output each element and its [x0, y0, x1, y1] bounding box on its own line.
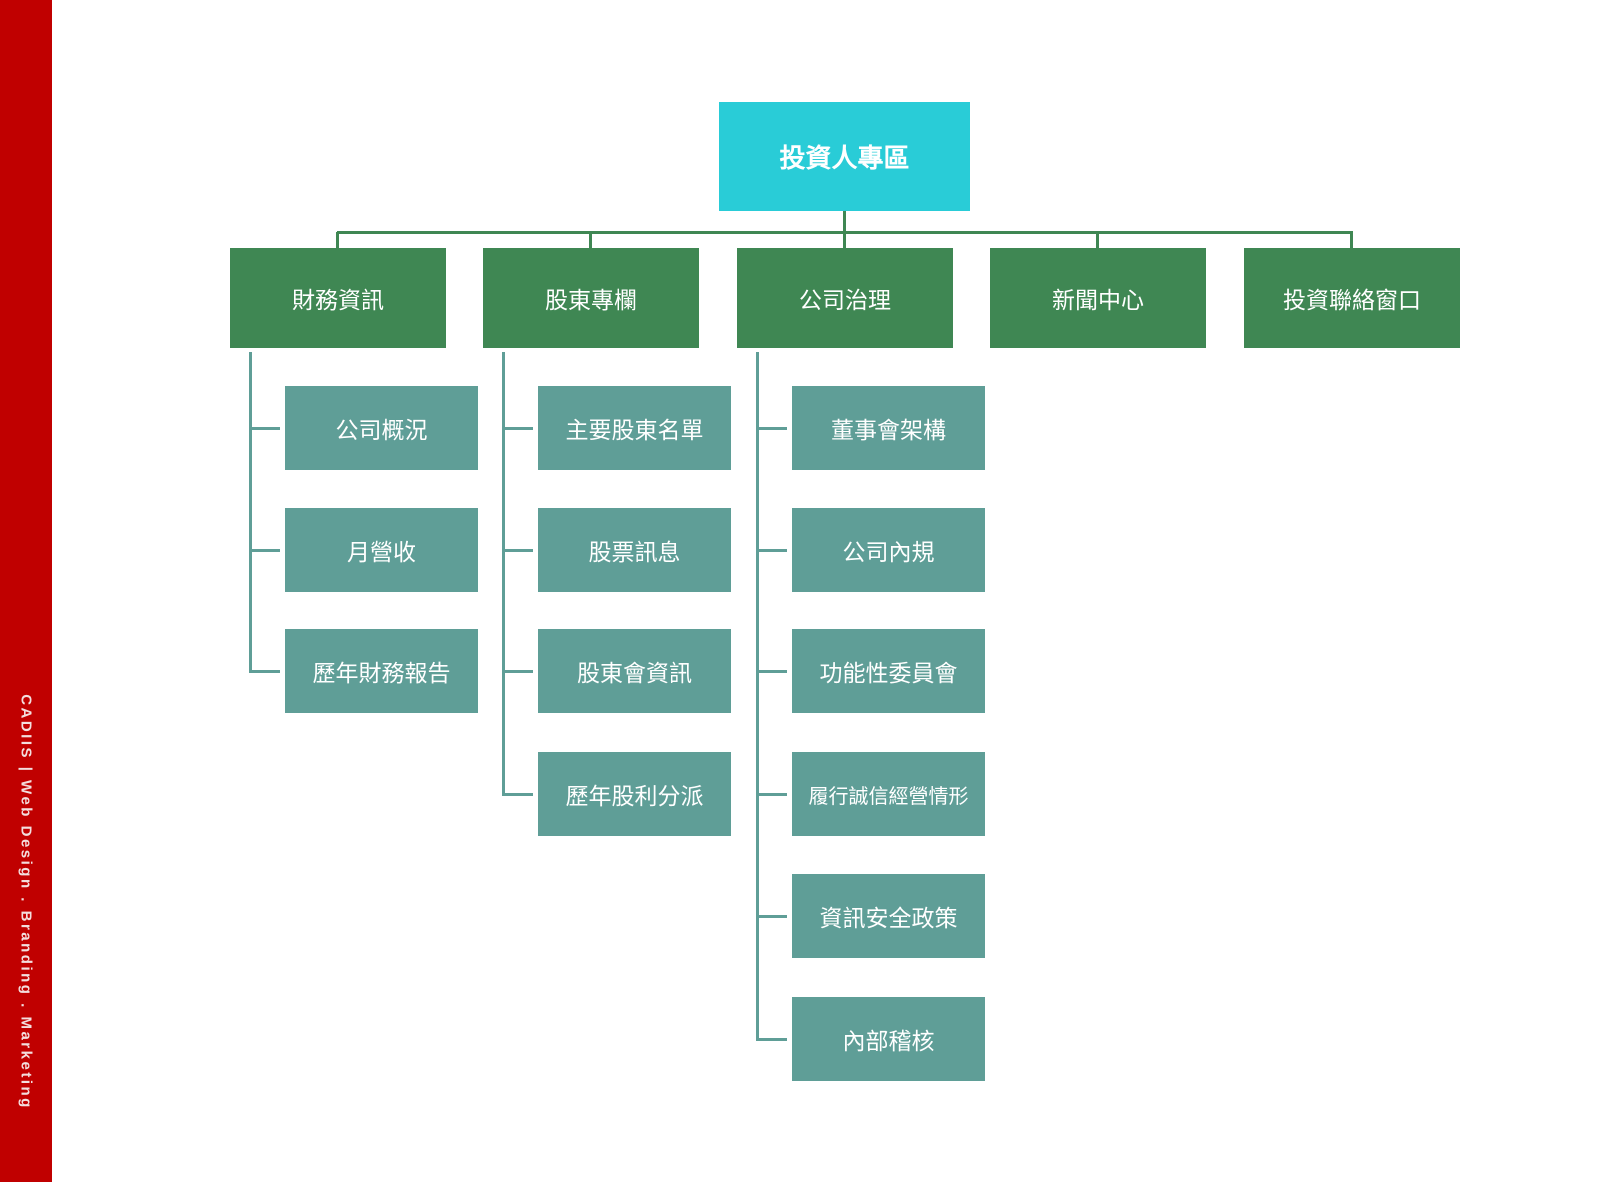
child-connector-horizontal: [249, 427, 280, 430]
child-node: 主要股東名單: [538, 386, 731, 470]
child-connector-horizontal: [756, 793, 787, 796]
section-node: 股東專欄: [483, 248, 699, 348]
child-connector-vertical: [756, 352, 759, 1041]
section-node: 財務資訊: [230, 248, 446, 348]
child-node: 股票訊息: [538, 508, 731, 592]
child-node: 功能性委員會: [792, 629, 985, 713]
child-node: 董事會架構: [792, 386, 985, 470]
brand-sidebar: CADIIS | Web Design . Branding . Marketi…: [0, 0, 52, 1182]
section-connector: [1096, 232, 1099, 248]
child-connector-horizontal: [502, 670, 533, 673]
section-node: 投資聯絡窗口: [1244, 248, 1460, 348]
child-connector-horizontal: [249, 670, 280, 673]
child-connector-horizontal: [756, 1038, 787, 1041]
section-node: 公司治理: [737, 248, 953, 348]
root-node-investor-zone: 投資人專區: [719, 102, 970, 211]
child-connector-horizontal: [756, 915, 787, 918]
child-connector-horizontal: [756, 670, 787, 673]
child-node: 月營收: [285, 508, 478, 592]
child-connector-horizontal: [249, 549, 280, 552]
child-connector-horizontal: [756, 427, 787, 430]
child-node: 內部稽核: [792, 997, 985, 1081]
child-node: 公司內規: [792, 508, 985, 592]
section-node: 新聞中心: [990, 248, 1206, 348]
section-connector: [336, 232, 339, 248]
section-connector: [589, 232, 592, 248]
root-connector: [843, 211, 846, 248]
child-node: 資訊安全政策: [792, 874, 985, 958]
section-connector: [1350, 232, 1353, 248]
child-connector-horizontal: [502, 793, 533, 796]
child-node: 履行誠信經營情形: [792, 752, 985, 836]
child-connector-horizontal: [502, 549, 533, 552]
child-connector-horizontal: [502, 427, 533, 430]
child-connector-vertical: [502, 352, 505, 796]
child-connector-horizontal: [756, 549, 787, 552]
child-node: 股東會資訊: [538, 629, 731, 713]
child-node: 歷年股利分派: [538, 752, 731, 836]
section-connector: [843, 232, 846, 248]
child-connector-vertical: [249, 352, 252, 673]
child-node: 公司概況: [285, 386, 478, 470]
child-node: 歷年財務報告: [285, 629, 478, 713]
brand-tagline: CADIIS | Web Design . Branding . Marketi…: [17, 694, 35, 1110]
